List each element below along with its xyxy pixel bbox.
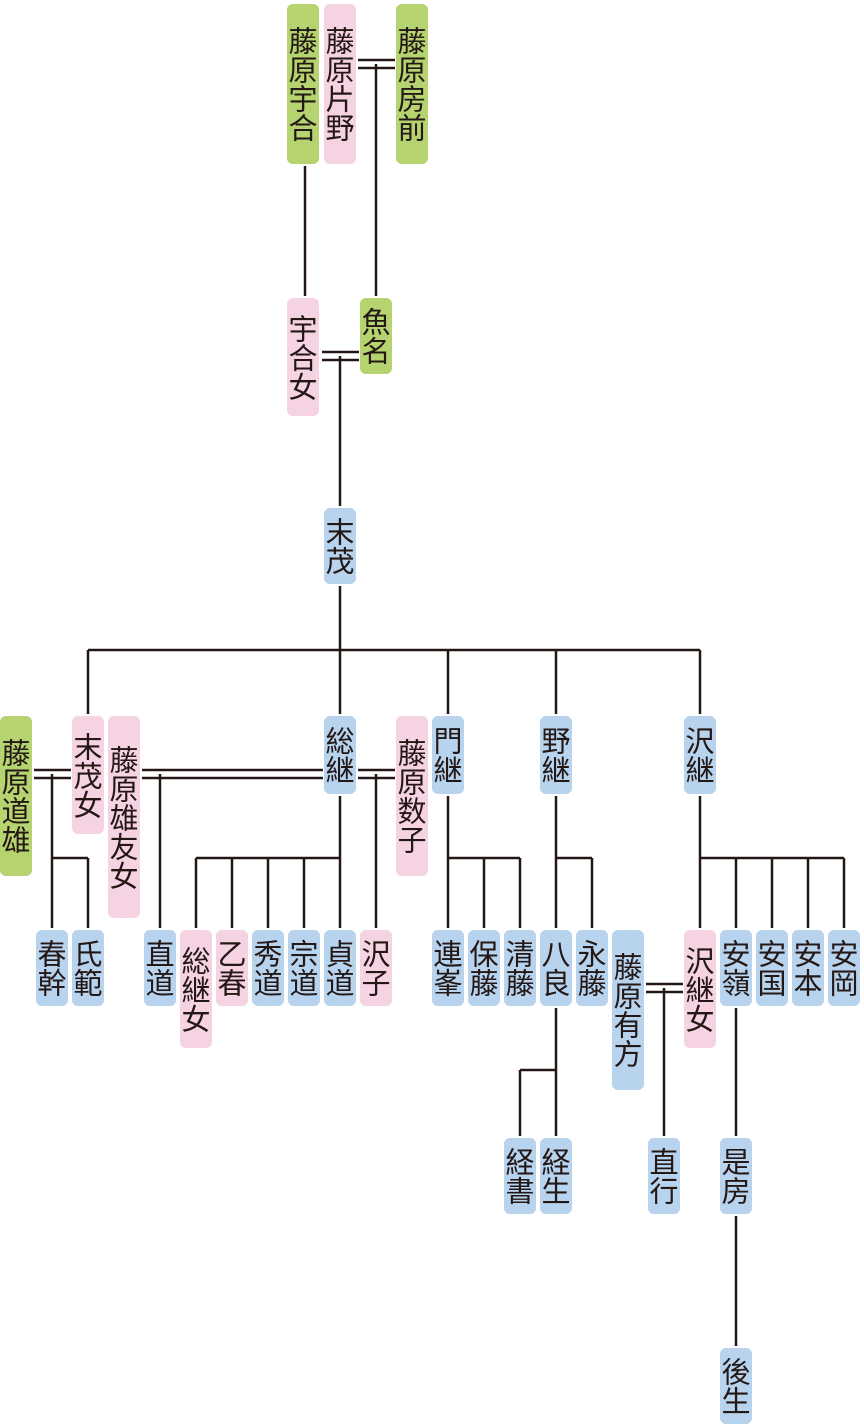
person-hidemichi[interactable]: 秀道 [249,930,284,1006]
person-fujiwara-ugo[interactable]: 藤原宇合 [284,4,319,164]
person-ugo-daughter[interactable]: 宇合女 [284,298,319,416]
person-hachiro[interactable]: 八良 [537,930,572,1006]
person-korefusa[interactable]: 是房 [717,1138,752,1214]
person-tsuramine[interactable]: 連峯 [429,930,464,1006]
person-yasuoka[interactable]: 安岡 [825,930,860,1006]
person-sueshige-daughter[interactable]: 末茂女 [69,716,104,834]
person-sawatsugu[interactable]: 沢継 [681,716,716,794]
person-munemichi[interactable]: 宗道 [285,930,320,1006]
person-sawako[interactable]: 沢子 [357,930,392,1006]
person-sueshige[interactable]: 末茂 [321,508,356,584]
person-sadamichi[interactable]: 貞道 [321,930,356,1006]
person-fujiwara-kazuko[interactable]: 藤原数子 [393,716,428,876]
person-fusatsugu-daughter[interactable]: 総継女 [177,930,212,1048]
person-harumoto[interactable]: 春幹 [33,930,68,1006]
person-uona[interactable]: 魚名 [357,298,392,374]
person-otoharu[interactable]: 乙春 [213,930,248,1006]
person-tsuneo[interactable]: 経生 [537,1138,572,1214]
person-kadotsugu[interactable]: 門継 [429,716,464,794]
person-sawatsugu-daughter[interactable]: 沢継女 [681,930,716,1048]
person-yasufuji[interactable]: 保藤 [465,930,500,1006]
person-yasukuni[interactable]: 安国 [753,930,788,1006]
person-fujiwara-michio[interactable]: 藤原道雄 [0,716,32,876]
person-yasumine[interactable]: 安嶺 [717,930,752,1006]
person-nochio[interactable]: 後生 [717,1348,752,1424]
person-yasumoto[interactable]: 安本 [789,930,824,1006]
person-tsunegaki[interactable]: 経書 [501,1138,536,1214]
person-notsugu[interactable]: 野継 [537,716,572,794]
person-otomo-daughter[interactable]: 藤原雄友女 [105,716,140,918]
person-fujiwara-fusasaki[interactable]: 藤原房前 [393,4,428,164]
person-naoyuki[interactable]: 直行 [645,1138,680,1214]
person-ujinori[interactable]: 氏範 [69,930,104,1006]
person-kiyofuji[interactable]: 清藤 [501,930,536,1006]
person-fujiwara-arikata[interactable]: 藤原有方 [609,930,644,1090]
person-fusatsugu[interactable]: 総継 [321,716,356,794]
person-fujiwara-katano[interactable]: 藤原片野 [321,4,356,164]
person-naomichi[interactable]: 直道 [141,930,176,1006]
person-nagafuji[interactable]: 永藤 [573,930,608,1006]
